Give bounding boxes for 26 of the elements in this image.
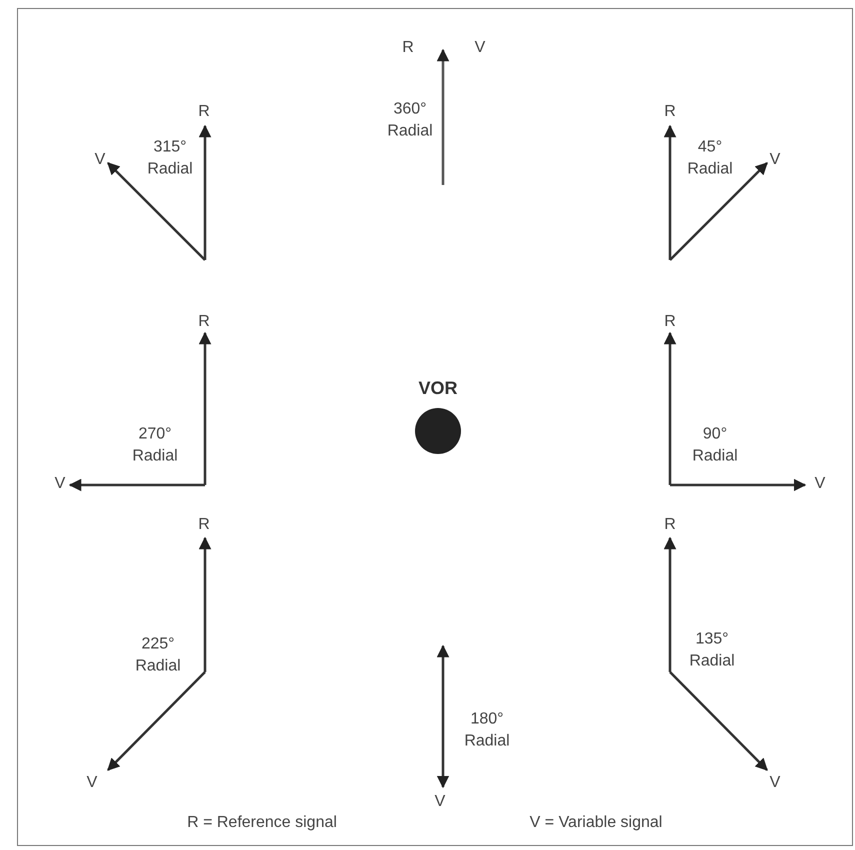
radial-label: 360° Radial bbox=[387, 99, 433, 141]
radial-label: 225° Radial bbox=[135, 634, 181, 676]
radial-label: 180° Radial bbox=[464, 709, 510, 751]
signal-letter: V bbox=[770, 773, 780, 794]
station-label: VOR bbox=[417, 378, 458, 399]
radial-label: 315° Radial bbox=[147, 137, 193, 179]
signal-letter: V bbox=[54, 474, 66, 494]
signal-letter: R bbox=[198, 312, 210, 332]
signal-letter: R bbox=[664, 102, 676, 122]
signal-letter: V bbox=[814, 474, 826, 494]
legend-note: V = Variable signal bbox=[530, 813, 662, 834]
signal-letter: V bbox=[474, 38, 486, 58]
radial-label: 90° Radial bbox=[692, 424, 738, 466]
radial-label: 135° Radial bbox=[689, 629, 735, 671]
legend-note: R = Reference signal bbox=[187, 813, 337, 834]
signal-letter: V bbox=[94, 150, 106, 170]
signal-letter: V bbox=[86, 773, 98, 794]
signal-letter: V bbox=[770, 150, 780, 170]
signal-letter: R bbox=[402, 38, 414, 58]
signal-letter: R bbox=[198, 102, 210, 122]
radial-label: 270° Radial bbox=[132, 424, 178, 466]
signal-letter: R bbox=[198, 515, 210, 536]
signal-letter: V bbox=[434, 792, 446, 812]
radial-label: 45° Radial bbox=[687, 137, 733, 179]
signal-letter: R bbox=[664, 312, 676, 332]
signal-letter: R bbox=[664, 515, 676, 536]
